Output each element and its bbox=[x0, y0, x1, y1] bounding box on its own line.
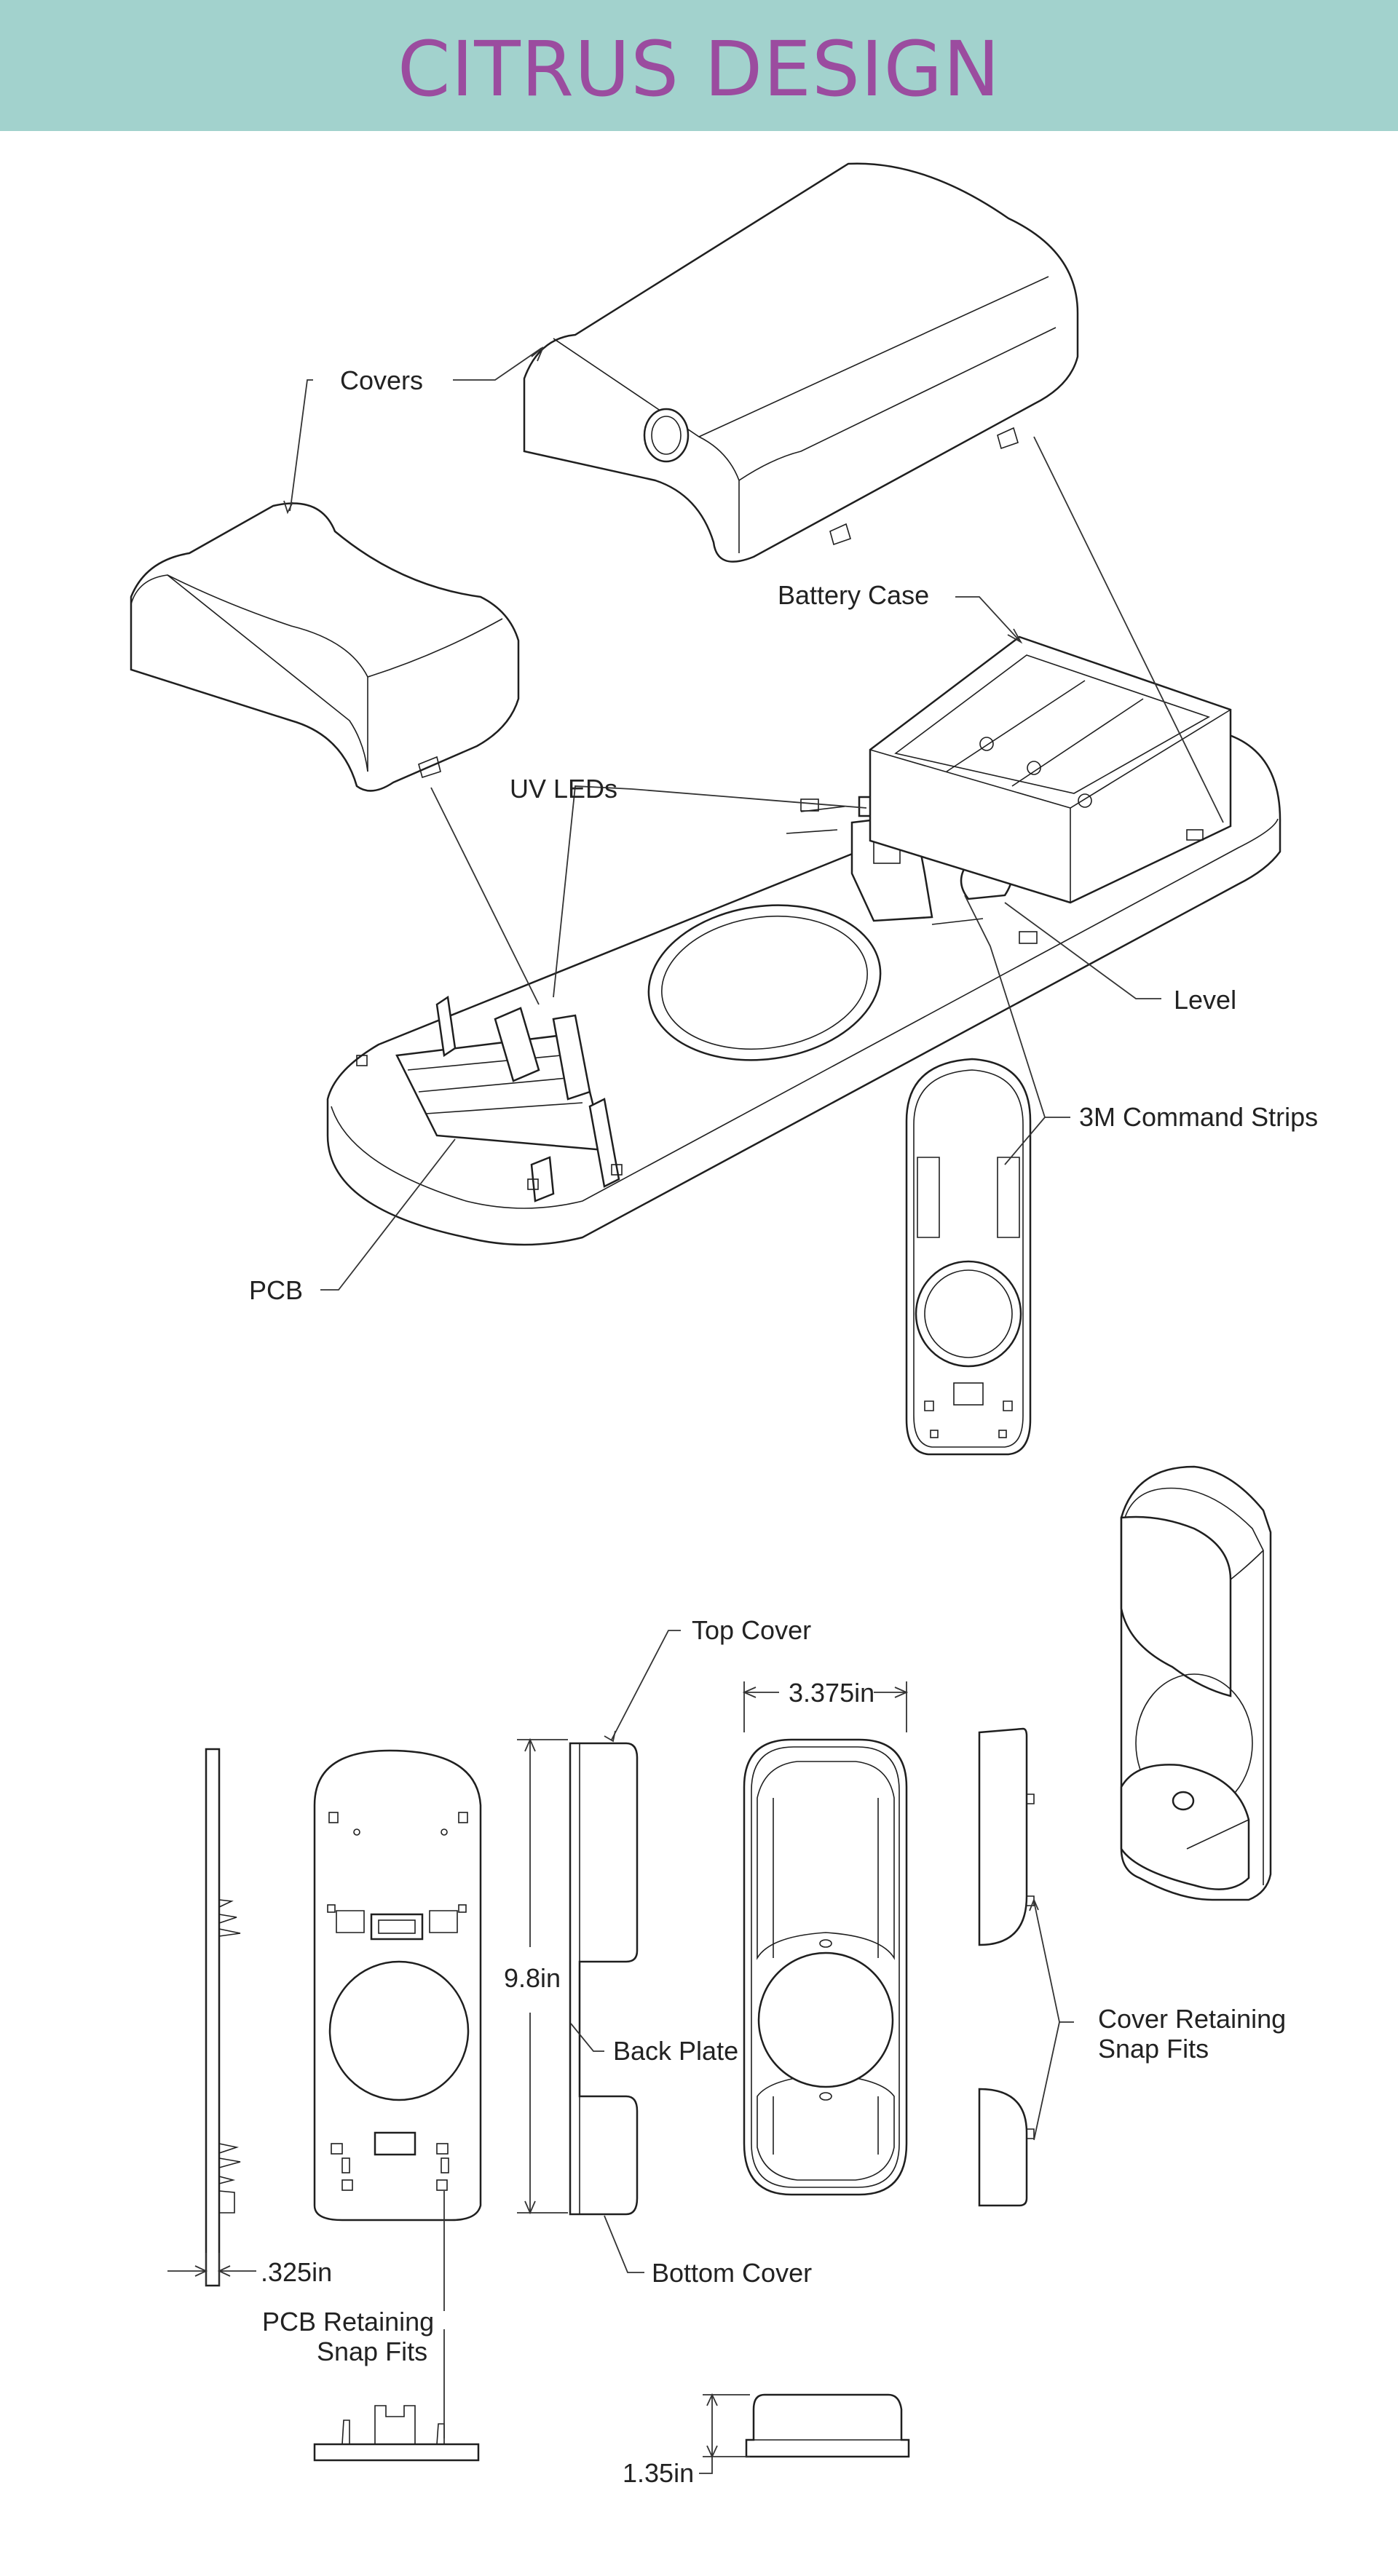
battery-case bbox=[869, 635, 1232, 904]
dimension-plate-thickness: .325in bbox=[261, 2257, 332, 2287]
page-title: CITRUS DESIGN bbox=[397, 25, 1001, 114]
assembly-bottom-view bbox=[905, 1058, 1032, 1456]
pcb-front-view bbox=[313, 2405, 480, 2462]
label-pcb-snap-fits: Snap Fits bbox=[317, 2337, 427, 2366]
small-cover-isometric bbox=[130, 502, 520, 792]
dimension-height: 1.35in bbox=[623, 2458, 694, 2488]
label-bottom-cover: Bottom Cover bbox=[652, 2258, 812, 2288]
dimension-width: 3.375in bbox=[789, 1678, 874, 1708]
cover-side-views bbox=[978, 1727, 1035, 2207]
dimension-length: 9.8in bbox=[504, 1963, 561, 1993]
label-covers: Covers bbox=[340, 365, 423, 395]
assembly-leader-lines bbox=[283, 346, 1224, 1291]
assembled-isometric-view bbox=[1120, 1465, 1272, 1901]
back-plate-top-view bbox=[313, 1749, 482, 2222]
assembly-side-view bbox=[569, 1742, 639, 2216]
ortho-leader-lines bbox=[443, 1630, 1074, 2438]
large-cover-isometric bbox=[523, 162, 1079, 563]
dimension-lines bbox=[167, 1681, 909, 2474]
label-top-cover: Top Cover bbox=[692, 1615, 811, 1645]
assembly-top-view bbox=[743, 1738, 908, 2196]
title-banner bbox=[0, 0, 1398, 131]
label-uv-leds: UV LEDs bbox=[510, 774, 617, 804]
label-3m-command-strips: 3M Command Strips bbox=[1079, 1102, 1318, 1132]
label-level: Level bbox=[1174, 985, 1236, 1015]
pcb-assembly bbox=[356, 995, 623, 1202]
label-pcb: PCB bbox=[249, 1275, 303, 1305]
label-cover-retaining: Cover Retaining bbox=[1098, 2004, 1286, 2034]
back-plate-side-view bbox=[205, 1748, 241, 2287]
label-cover-snap-fits: Snap Fits bbox=[1098, 2034, 1209, 2064]
label-battery-case: Battery Case bbox=[778, 580, 929, 610]
assembly-front-view bbox=[745, 2393, 910, 2458]
label-pcb-retaining: PCB Retaining bbox=[262, 2307, 434, 2337]
label-back-plate: Back Plate bbox=[613, 2036, 738, 2066]
